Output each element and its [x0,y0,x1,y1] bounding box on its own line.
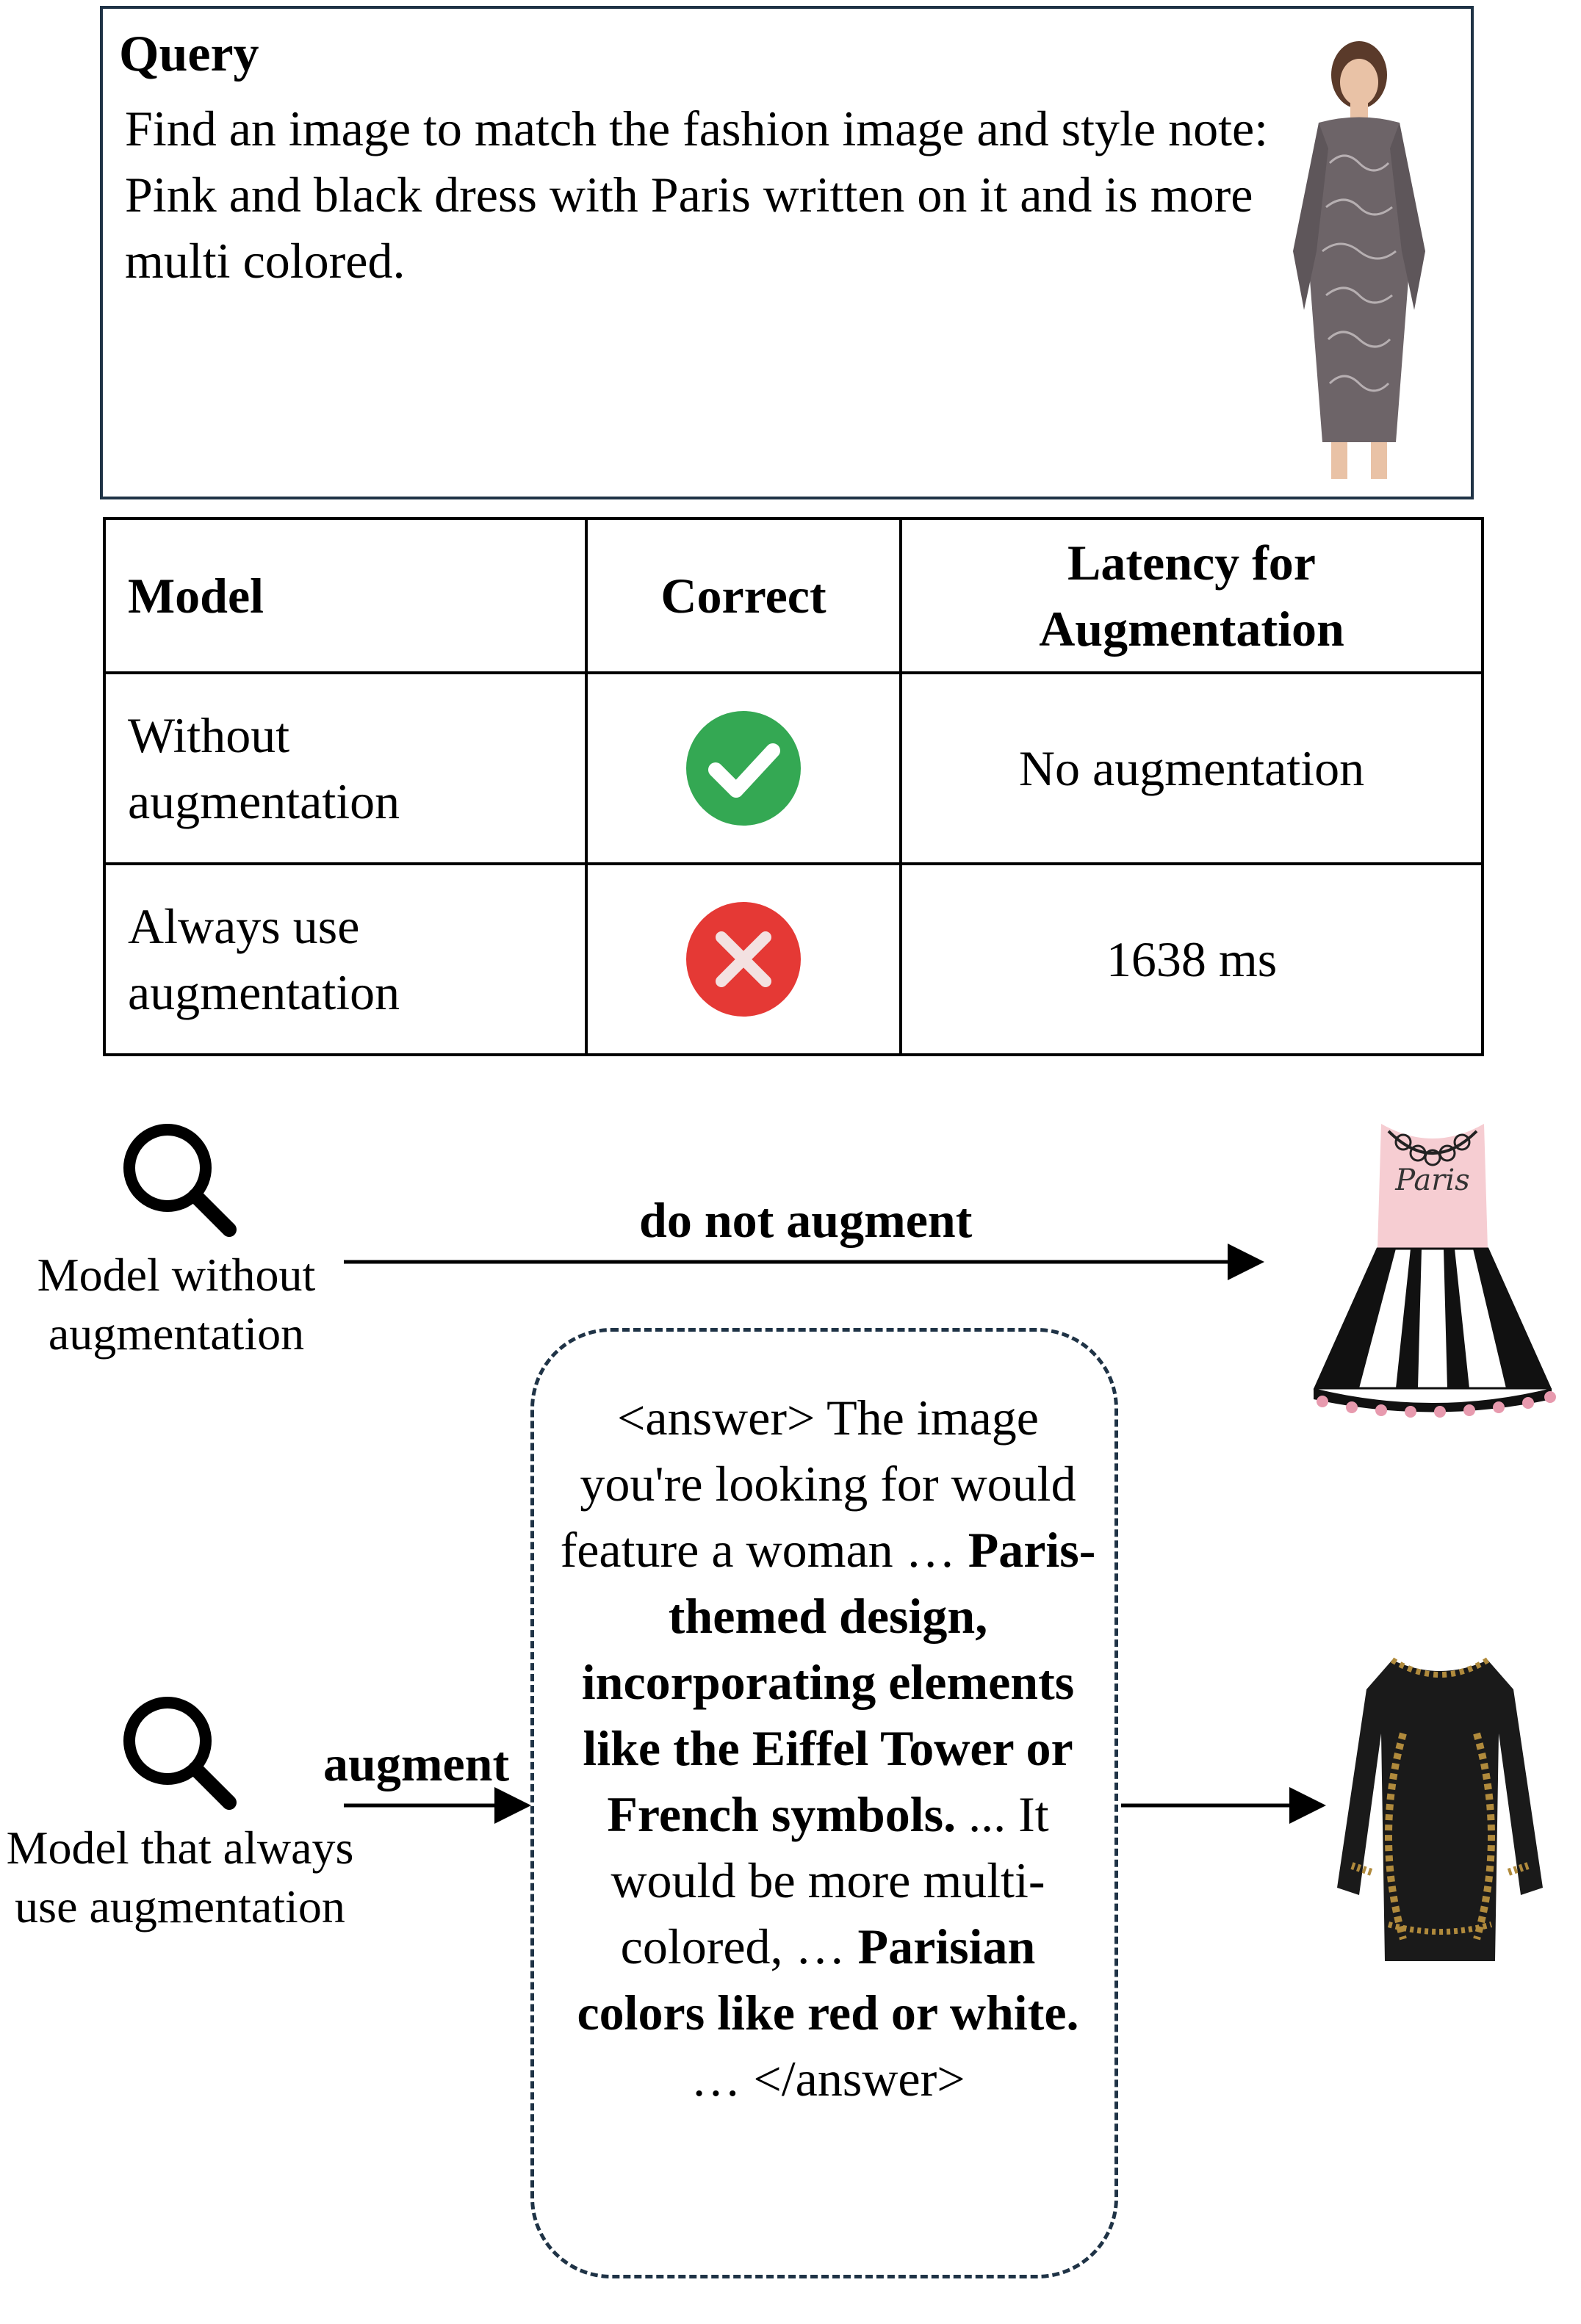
model-without-line1: Model without [37,1249,316,1301]
query-heading: Query [119,26,259,82]
row-latency-cell: No augmentation [899,671,1484,865]
model-without-label: Model without augmentation [15,1246,338,1363]
do-not-augment-label: do not augment [639,1192,973,1248]
model-name-line2: augmentation [128,964,400,1020]
header-latency-line2: Augmentation [1039,601,1344,657]
table-row: Always use augmentation 1638 ms [103,862,1484,1056]
dress-paris-text: Paris [1394,1163,1469,1197]
row-latency-cell: 1638 ms [899,862,1484,1056]
row-correct-cell [585,671,902,865]
answer-bold-2: Parisian colors like red or white. [577,1919,1079,2040]
answer-text: <answer> The image you're looking for wo… [556,1385,1100,2112]
query-box: Query Find an image to match the fashion… [100,6,1474,499]
header-correct: Correct [585,517,902,674]
answer-part-1: <answer> The image you're looking for wo… [560,1390,1076,1578]
header-latency: Latency for Augmentation [899,517,1484,674]
results-table: Model Correct Latency for Augmentation W… [103,517,1484,1056]
model-always-line1: Model that always [6,1822,354,1874]
row-correct-cell [585,862,902,1056]
pink-dress-image: Paris [1313,1124,1556,1418]
cross-icon [686,902,801,1017]
augment-label: augment [323,1736,510,1791]
model-always-line2: use augmentation [15,1880,345,1933]
query-text: Find an image to match the fashion image… [125,101,1269,289]
model-name-line1: Without [128,707,290,763]
black-dress-image [1337,1657,1543,1961]
model-always-label: Model that always use augmentation [0,1819,360,1936]
search-icon [123,1124,237,1237]
header-latency-line1: Latency for [1067,535,1316,591]
row-model-always: Always use augmentation [103,862,588,1056]
table-row: Without augmentation No augmentation [103,671,1484,865]
header-model: Model [103,517,588,674]
model-name-line1: Always use [128,898,360,954]
search-icon [123,1697,237,1810]
model-name-line2: augmentation [128,773,400,829]
query-dress-image [1293,41,1425,479]
checkmark-icon [686,711,801,826]
row-model-without: Without augmentation [103,671,588,865]
answer-box: <answer> The image you're looking for wo… [530,1328,1118,2278]
answer-part-3: … </answer> [691,2051,965,2107]
table-header-row: Model Correct Latency for Augmentation [103,517,1484,674]
answer-part-2: ... It would be more multi-colored, … [611,1786,1049,1974]
model-without-line2: augmentation [48,1307,305,1360]
answer-bold-1: Paris-themed design, incorporating eleme… [581,1522,1096,1842]
